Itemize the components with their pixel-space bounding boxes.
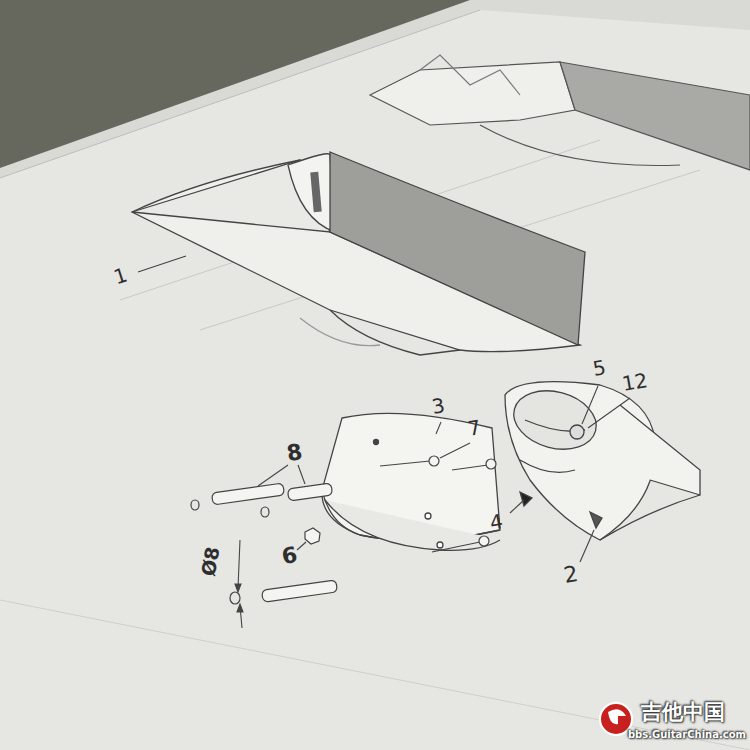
callout-number: 2 xyxy=(562,563,580,587)
callout-number: 7 xyxy=(466,417,482,439)
watermark-text: 吉他中国 xyxy=(641,702,725,723)
watermark-url: bbs.GuitarChina.com xyxy=(628,730,746,740)
callout-number: 1 xyxy=(111,265,129,288)
callout-number: 12 xyxy=(620,370,649,394)
callout-number: 5 xyxy=(591,357,607,379)
callout-number: 4 xyxy=(488,511,504,533)
callout-number: 8 xyxy=(285,441,304,465)
callout-number: 6 xyxy=(280,544,299,568)
dimension-label: Ø8 xyxy=(199,545,223,577)
callout-number: 3 xyxy=(430,395,446,417)
